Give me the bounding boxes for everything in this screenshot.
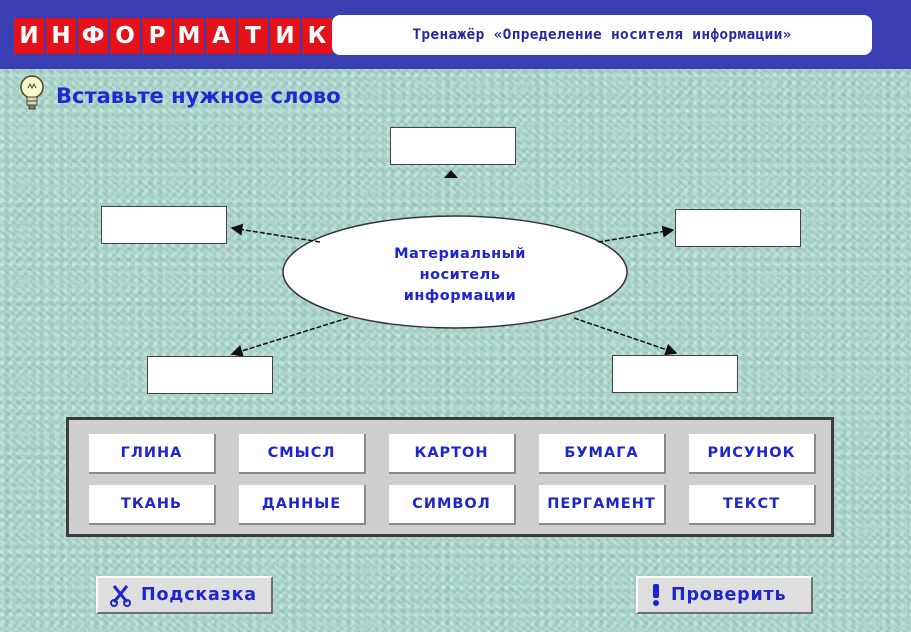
word-card-risunok[interactable]: РИСУНОК	[689, 434, 816, 474]
word-bank: ГЛИНА СМЫСЛ КАРТОН БУМАГА РИСУНОК ТКАНЬ …	[66, 417, 834, 537]
brand-letter: Т	[238, 18, 268, 54]
word-card-tkan[interactable]: ТКАНЬ	[89, 485, 216, 525]
exclamation-icon	[650, 582, 662, 608]
brand-letter: Н	[46, 18, 76, 54]
word-card-bumaga[interactable]: БУМАГА	[539, 434, 666, 474]
arrow-upper-left	[230, 223, 321, 243]
arrow-lower-left	[230, 317, 349, 357]
brand-letter: И	[270, 18, 300, 54]
center-ellipse	[282, 215, 628, 329]
brand-letter: И	[14, 18, 44, 54]
center-label-line: информации	[403, 288, 517, 304]
drop-slot-lower-right[interactable]	[612, 355, 738, 393]
center-label: Материальный носитель информации	[336, 244, 584, 307]
trainer-title: Тренажёр «Определение носителя информаци…	[332, 15, 872, 55]
word-card-simvol[interactable]: СИМВОЛ	[389, 485, 516, 525]
hint-button[interactable]: Подсказка	[96, 576, 273, 614]
brand-letter: К	[302, 18, 332, 54]
brand-letter: О	[110, 18, 140, 54]
word-card-pergament[interactable]: ПЕРГАМЕНТ	[539, 485, 666, 525]
brand-letter: Ф	[78, 18, 108, 54]
brand-letter: Р	[142, 18, 172, 54]
check-button-label: Проверить	[671, 585, 787, 605]
word-card-dannye[interactable]: ДАННЫЕ	[239, 485, 366, 525]
drop-slot-lower-left[interactable]	[147, 356, 273, 394]
drop-slot-upper-left[interactable]	[101, 206, 227, 244]
drop-slot-top[interactable]	[390, 127, 516, 165]
center-label-line: носитель	[419, 267, 501, 283]
check-button[interactable]: Проверить	[636, 576, 813, 614]
scissors-icon	[110, 583, 132, 607]
hint-button-label: Подсказка	[141, 585, 257, 605]
instruction-heading: Вставьте нужное слово	[56, 84, 341, 108]
lightbulb-icon	[20, 75, 44, 110]
brand-letter: М	[174, 18, 204, 54]
arrow-top	[444, 170, 458, 178]
arrow-lower-right	[573, 317, 678, 356]
drop-slot-upper-right[interactable]	[675, 209, 801, 247]
word-card-glina[interactable]: ГЛИНА	[89, 434, 216, 474]
brand-letter: А	[206, 18, 236, 54]
center-label-line: Материальный	[394, 246, 526, 262]
arrow-upper-right	[597, 225, 675, 243]
word-card-karton[interactable]: КАРТОН	[389, 434, 516, 474]
brand-logo: И Н Ф О Р М А Т И К А	[14, 18, 364, 54]
word-card-tekst[interactable]: ТЕКСТ	[689, 485, 816, 525]
header-bar: И Н Ф О Р М А Т И К А Тренажёр «Определе…	[0, 0, 911, 69]
word-card-smysl[interactable]: СМЫСЛ	[239, 434, 366, 474]
